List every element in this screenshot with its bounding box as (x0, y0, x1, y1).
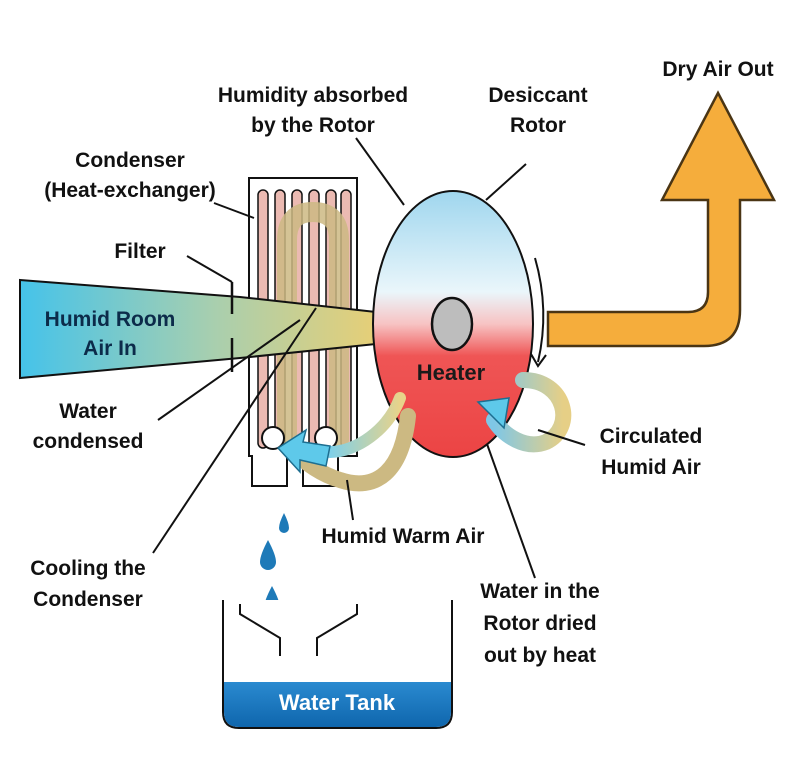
arrow-up-icon (476, 397, 510, 430)
dry-air-outlet-duct (546, 90, 777, 348)
label-filter: Filter (114, 240, 165, 263)
circulated-air-loop (486, 372, 572, 453)
rotor-hub (430, 296, 474, 352)
label-rotor-dried-line1: Water in the (480, 580, 599, 603)
label-water-condensed-line1: Water (59, 400, 117, 423)
water-drop-icon (279, 513, 289, 533)
arrow-left-icon (276, 428, 331, 474)
label-desiccant-line1: Desiccant (488, 84, 587, 107)
label-humid-room-line1: Humid Room (45, 308, 176, 331)
label-humidity-absorbed-line1: Humidity absorbed (218, 84, 408, 107)
humid-warm-air-flow (291, 408, 416, 492)
rotation-arrow (534, 257, 545, 363)
water-drop-icon (260, 540, 276, 570)
humid-warm-air-flow-inner (324, 392, 406, 458)
label-rotor-dried-line2: Rotor dried (483, 612, 596, 635)
label-circulated-line2: Humid Air (601, 456, 701, 479)
label-cooling-line2: Condenser (33, 588, 143, 611)
condensed-water-bubble (261, 426, 285, 450)
label-humid-room-line2: Air In (83, 337, 137, 360)
label-dry-air-out: Dry Air Out (662, 58, 773, 81)
condenser-air-loop (277, 201, 349, 450)
label-humid-warm-air: Humid Warm Air (322, 525, 485, 548)
label-humidity-absorbed-line2: by the Rotor (251, 114, 375, 137)
label-circulated-line1: Circulated (600, 425, 703, 448)
label-water-tank: Water Tank (279, 690, 396, 715)
label-condenser-line1: Condenser (75, 149, 185, 172)
label-water-condensed-line2: condensed (33, 430, 144, 453)
rotation-arrow-head (530, 353, 547, 368)
label-condenser-line2: (Heat-exchanger) (44, 179, 216, 202)
water-tank (222, 600, 453, 729)
label-rotor-dried-line3: out by heat (484, 644, 596, 667)
label-cooling-line1: Cooling the (30, 557, 145, 580)
label-desiccant-line2: Rotor (510, 114, 566, 137)
leader-lines (152, 137, 586, 579)
label-heater: Heater (417, 360, 486, 385)
